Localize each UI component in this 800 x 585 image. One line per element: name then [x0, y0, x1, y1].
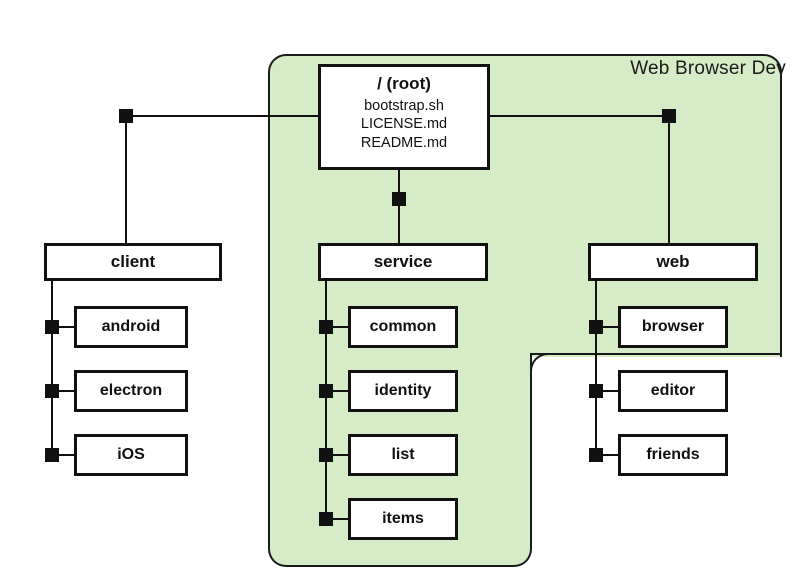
connector-handle-service-list[interactable] [319, 448, 333, 462]
node-root-title: / (root) [377, 74, 431, 93]
node-list[interactable]: list [348, 434, 458, 476]
edge-service-list [333, 454, 348, 456]
node-client[interactable]: client [44, 243, 222, 281]
node-android-title: android [101, 317, 161, 335]
node-service[interactable]: service [318, 243, 488, 281]
connector-handle-client-android[interactable] [45, 320, 59, 334]
node-common-title: common [369, 317, 437, 335]
connector-handle-service-items[interactable] [319, 512, 333, 526]
node-identity[interactable]: identity [348, 370, 458, 412]
edge-client-vertical [125, 115, 127, 245]
node-items-title: items [382, 509, 424, 527]
root-file-license: LICENSE.md [360, 116, 448, 133]
node-browser[interactable]: browser [618, 306, 728, 348]
node-android[interactable]: android [74, 306, 188, 348]
connector-handle-service-identity[interactable] [319, 384, 333, 398]
edge-service-identity [333, 390, 348, 392]
edge-web-editor [603, 390, 618, 392]
node-root[interactable]: / (root) bootstrap.sh LICENSE.md README.… [318, 64, 490, 170]
connector-handle-web-editor[interactable] [589, 384, 603, 398]
group-container-seam [270, 351, 528, 358]
node-list-title: list [391, 445, 415, 463]
edge-client-spine [51, 279, 53, 462]
edge-service-vertical [398, 170, 400, 245]
node-ios-title: iOS [117, 445, 145, 463]
node-electron[interactable]: electron [74, 370, 188, 412]
edge-root-to-client-horizontal [126, 115, 320, 117]
node-web-title: web [656, 252, 690, 272]
node-service-title: service [373, 252, 433, 272]
node-browser-title: browser [641, 317, 705, 335]
group-container-notch-corner [530, 353, 552, 375]
edge-client-android [59, 326, 74, 328]
node-electron-title: electron [99, 381, 163, 399]
connector-handle-service[interactable] [392, 192, 406, 206]
node-editor[interactable]: editor [618, 370, 728, 412]
node-friends[interactable]: friends [618, 434, 728, 476]
node-ios[interactable]: iOS [74, 434, 188, 476]
edge-web-friends [603, 454, 618, 456]
node-friends-title: friends [646, 445, 700, 463]
root-file-readme: README.md [360, 134, 448, 151]
connector-handle-web-friends[interactable] [589, 448, 603, 462]
edge-web-browser [603, 326, 618, 328]
connector-handle-client-electron[interactable] [45, 384, 59, 398]
node-identity-title: identity [374, 381, 432, 399]
group-title-label: Web Browser Dev [630, 58, 786, 79]
edge-service-spine [325, 279, 327, 526]
edge-root-to-web-horizontal [488, 115, 670, 117]
edge-web-spine [595, 279, 597, 462]
edge-client-ios [59, 454, 74, 456]
edge-service-items [333, 518, 348, 520]
node-client-title: client [110, 252, 156, 272]
node-web[interactable]: web [588, 243, 758, 281]
node-editor-title: editor [650, 381, 696, 399]
connector-handle-service-common[interactable] [319, 320, 333, 334]
node-root-filelist: bootstrap.sh LICENSE.md README.md [361, 97, 447, 153]
connector-handle-web-browser[interactable] [589, 320, 603, 334]
root-file-bootstrap: bootstrap.sh [364, 97, 444, 114]
node-items[interactable]: items [348, 498, 458, 540]
edge-service-common [333, 326, 348, 328]
edge-client-electron [59, 390, 74, 392]
node-common[interactable]: common [348, 306, 458, 348]
edge-web-vertical [668, 115, 670, 245]
connector-handle-client-ios[interactable] [45, 448, 59, 462]
group-container-notch-edge [530, 353, 782, 355]
